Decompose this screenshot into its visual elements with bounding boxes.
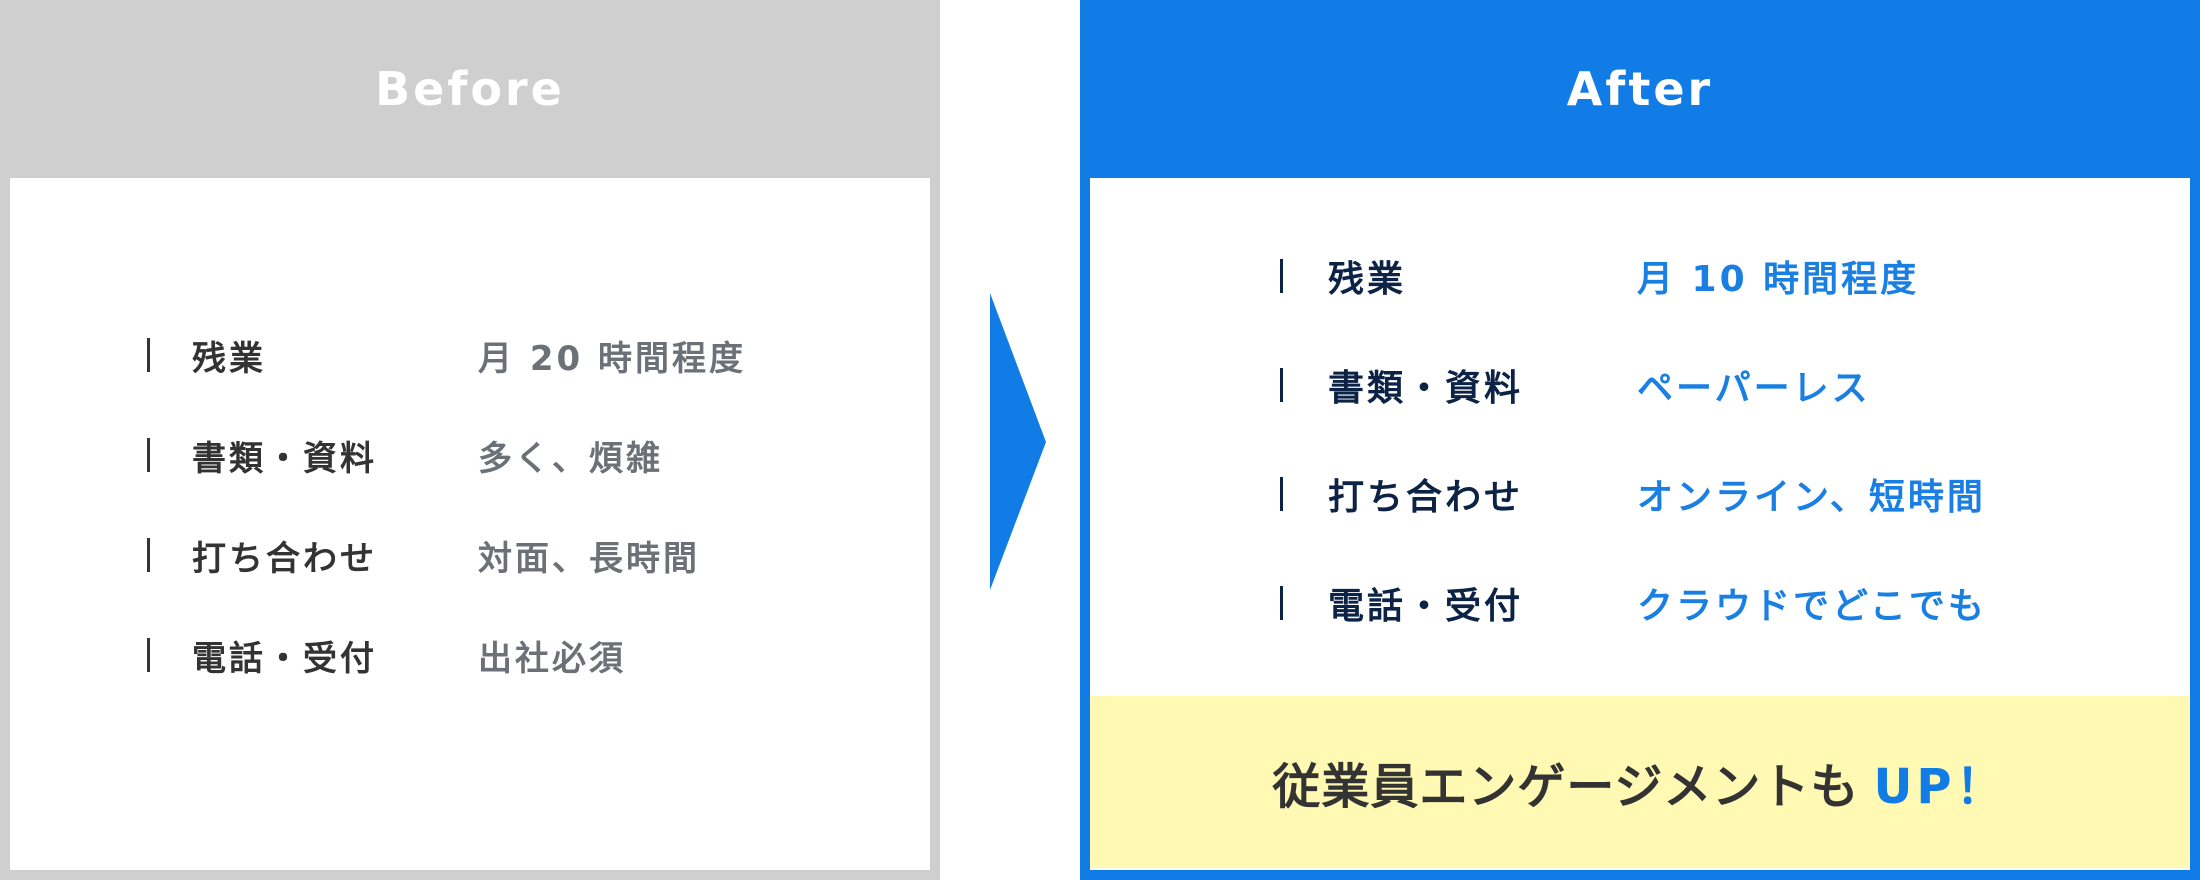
- before-header: Before: [375, 62, 565, 116]
- row-value: 月 10 時間程度: [1637, 259, 1920, 300]
- after-body: 残業 月 10 時間程度 書類・資料 ペーパーレス 打ち合わせ オンライン、短時…: [1090, 178, 2190, 870]
- row-label: 電話・受付: [192, 638, 377, 679]
- banner-text: 従業員エンゲージメントも: [1272, 759, 1860, 815]
- before-panel: Before 残業 月 20 時間程度 書類・資料 多く、煩雑 打ち合わせ 対面…: [0, 0, 940, 880]
- bullet-bar-icon: [1280, 477, 1283, 511]
- bullet-bar-icon: [1280, 368, 1283, 402]
- row-label: 残業: [192, 338, 266, 379]
- banner-accent: UP！: [1873, 759, 2008, 815]
- row-label: 書類・資料: [1328, 368, 1524, 409]
- bullet-bar-icon: [1280, 259, 1283, 293]
- after-panel: After 残業 月 10 時間程度 書類・資料 ペーパーレス 打ち合わせ オン…: [1080, 0, 2200, 880]
- bullet-bar-icon: [147, 638, 150, 672]
- bullet-bar-icon: [147, 338, 150, 372]
- row-value: 対面、長時間: [478, 538, 700, 579]
- arrow-right-icon: [990, 293, 1046, 590]
- row-value: オンライン、短時間: [1637, 477, 1986, 518]
- row-label: 打ち合わせ: [1328, 477, 1524, 518]
- after-header: After: [1566, 62, 1714, 116]
- row-value: 出社必須: [478, 638, 626, 679]
- row-label: 打ち合わせ: [192, 538, 377, 579]
- bullet-bar-icon: [1280, 586, 1283, 620]
- engagement-banner: 従業員エンゲージメントも UP！: [1090, 696, 2190, 868]
- before-body: 残業 月 20 時間程度 書類・資料 多く、煩雑 打ち合わせ 対面、長時間 電話…: [10, 178, 930, 870]
- row-value: 月 20 時間程度: [478, 338, 746, 379]
- row-label: 残業: [1328, 259, 1407, 300]
- row-value: クラウドでどこでも: [1637, 586, 1987, 627]
- row-value: 多く、煩雑: [478, 438, 663, 479]
- bullet-bar-icon: [147, 538, 150, 572]
- row-label: 電話・受付: [1328, 586, 1524, 627]
- row-label: 書類・資料: [192, 438, 377, 479]
- bullet-bar-icon: [147, 438, 150, 472]
- row-value: ペーパーレス: [1637, 368, 1871, 409]
